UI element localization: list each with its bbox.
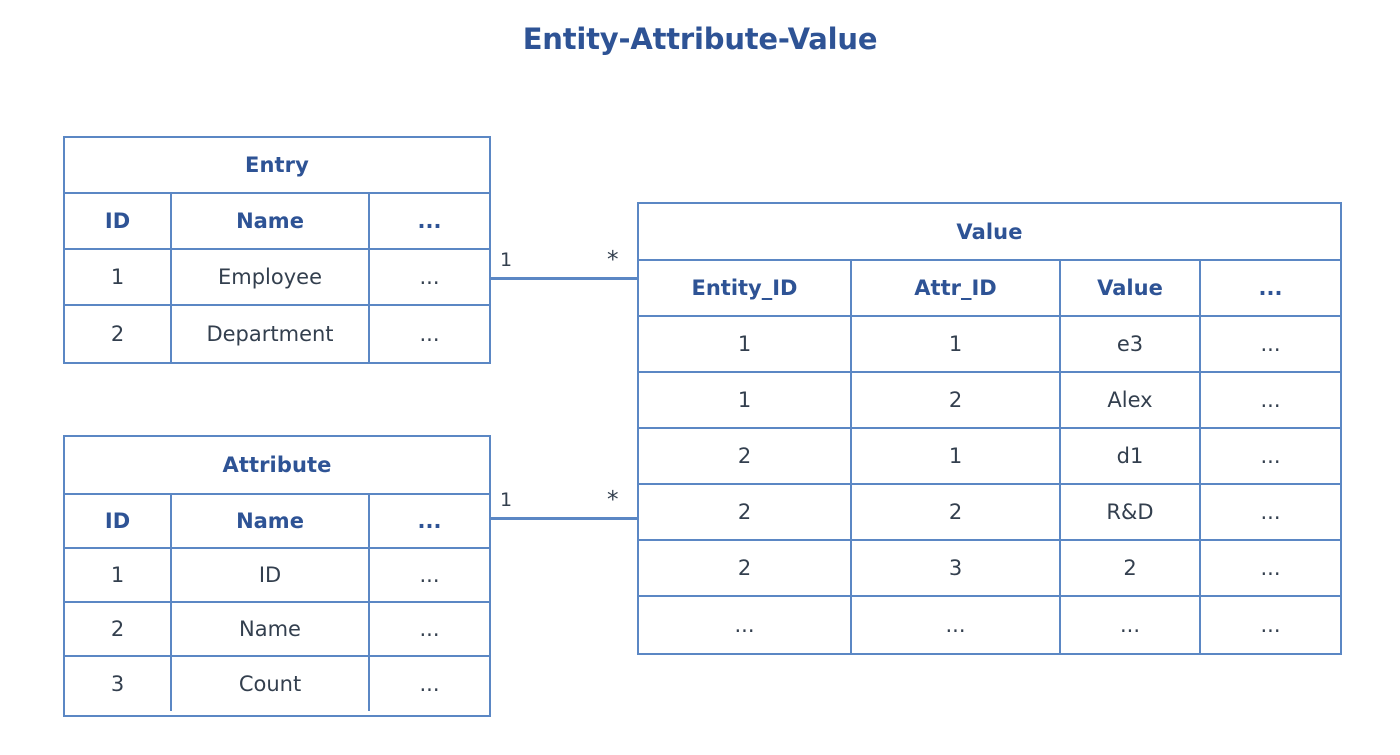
cell-ellipsis: ... xyxy=(1260,444,1281,468)
table-row: 1 2 Alex ... xyxy=(639,373,1340,429)
cell-value: 2 xyxy=(1061,541,1201,595)
entity-table-value: Value Entity_ID Attr_ID Value ... 1 1 e3… xyxy=(637,202,1342,655)
cell-entity-id: 2 xyxy=(639,485,852,539)
table-row: 1 ID ... xyxy=(65,549,489,603)
cell-entity-id: ... xyxy=(639,597,852,653)
page-title: Entity-Attribute-Value xyxy=(522,22,878,56)
table-title-value: Value xyxy=(639,204,1340,261)
table-header-row: ID Name ... xyxy=(65,194,489,250)
cell-ellipsis: ... xyxy=(1260,613,1281,637)
column-header-entity-id: Entity_ID xyxy=(639,261,852,315)
column-header-value: Value xyxy=(1061,261,1201,315)
cell-value: Alex xyxy=(1061,373,1201,427)
cell-value: e3 xyxy=(1061,317,1201,371)
cell-name: Department xyxy=(172,306,370,362)
entity-table-attribute: Attribute ID Name ... 1 ID ... 2 Name ..… xyxy=(63,435,491,717)
cell-attr-id: 1 xyxy=(852,429,1061,483)
cell-ellipsis: ... xyxy=(419,265,440,289)
cell-value: d1 xyxy=(1061,429,1201,483)
cell-ellipsis: ... xyxy=(419,322,440,346)
cell-value: R&D xyxy=(1061,485,1201,539)
cell-name: Employee xyxy=(172,250,370,304)
column-header-name: Name xyxy=(172,194,370,248)
cell-ellipsis: ... xyxy=(1260,332,1281,356)
cell-id: 2 xyxy=(65,603,172,655)
table-row: 1 Employee ... xyxy=(65,250,489,306)
cell-id: 2 xyxy=(65,306,172,362)
cell-ellipsis: ... xyxy=(1260,388,1281,412)
cell-name: Count xyxy=(172,657,370,711)
column-header-name: Name xyxy=(172,495,370,547)
cell-attr-id: 3 xyxy=(852,541,1061,595)
table-header-row: ID Name ... xyxy=(65,495,489,549)
column-header-id: ID xyxy=(65,194,172,248)
table-row: ... ... ... ... xyxy=(639,597,1340,653)
cell-entity-id: 2 xyxy=(639,429,852,483)
cardinality-label-attribute-many: * xyxy=(607,487,619,513)
cell-ellipsis: ... xyxy=(1260,556,1281,580)
table-row: 2 1 d1 ... xyxy=(639,429,1340,485)
cell-entity-id: 1 xyxy=(639,373,852,427)
column-header-ellipsis: ... xyxy=(417,509,442,533)
entity-table-entry: Entry ID Name ... 1 Employee ... 2 Depar… xyxy=(63,136,491,364)
cell-ellipsis: ... xyxy=(419,617,440,641)
table-title-attribute: Attribute xyxy=(65,437,489,495)
cell-name: ID xyxy=(172,549,370,601)
relationship-line-attribute-value xyxy=(489,517,639,520)
table-row: 2 Name ... xyxy=(65,603,489,657)
cell-attr-id: 1 xyxy=(852,317,1061,371)
table-row: 2 Department ... xyxy=(65,306,489,362)
cell-id: 1 xyxy=(65,549,172,601)
cell-ellipsis: ... xyxy=(419,563,440,587)
table-row: 2 2 R&D ... xyxy=(639,485,1340,541)
column-header-ellipsis: ... xyxy=(1258,276,1283,300)
cell-ellipsis: ... xyxy=(419,672,440,696)
relationship-line-entry-value xyxy=(489,277,639,280)
cell-id: 1 xyxy=(65,250,172,304)
column-header-ellipsis: ... xyxy=(417,209,442,233)
cardinality-label-entry-one: 1 xyxy=(500,249,513,271)
table-header-row: Entity_ID Attr_ID Value ... xyxy=(639,261,1340,317)
table-row: 1 1 e3 ... xyxy=(639,317,1340,373)
cell-id: 3 xyxy=(65,657,172,711)
cell-name: Name xyxy=(172,603,370,655)
column-header-attr-id: Attr_ID xyxy=(852,261,1061,315)
cell-ellipsis: ... xyxy=(1260,500,1281,524)
cell-value: ... xyxy=(1061,597,1201,653)
cell-attr-id: 2 xyxy=(852,485,1061,539)
cell-entity-id: 2 xyxy=(639,541,852,595)
cardinality-label-entry-many: * xyxy=(607,247,619,273)
cardinality-label-attribute-one: 1 xyxy=(500,489,513,511)
column-header-id: ID xyxy=(65,495,172,547)
cell-attr-id: 2 xyxy=(852,373,1061,427)
cell-entity-id: 1 xyxy=(639,317,852,371)
table-row: 2 3 2 ... xyxy=(639,541,1340,597)
table-row: 3 Count ... xyxy=(65,657,489,711)
cell-attr-id: ... xyxy=(852,597,1061,653)
table-title-entry: Entry xyxy=(65,138,489,194)
